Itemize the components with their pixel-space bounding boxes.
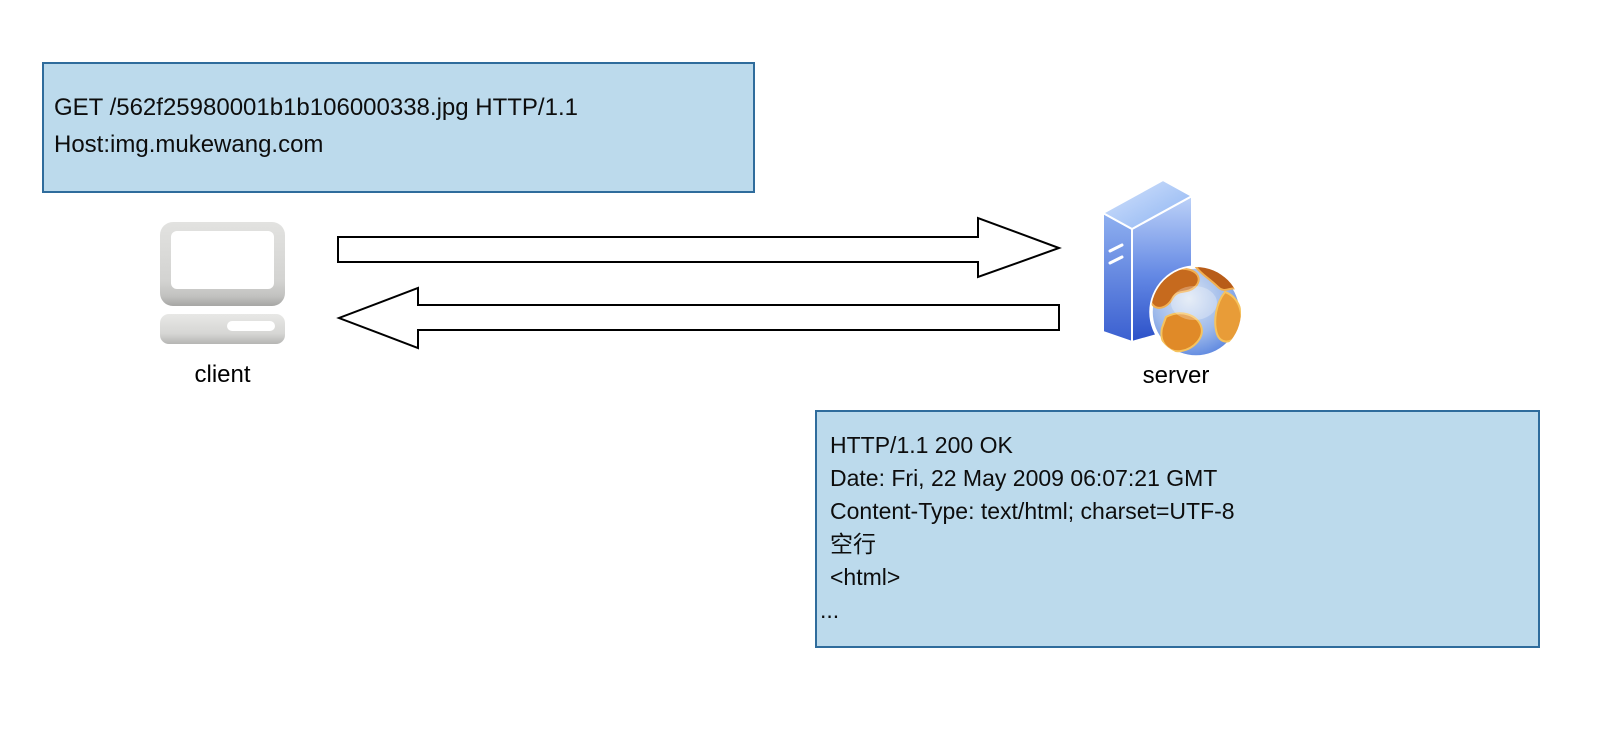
http-request-box: GET /562f25980001b1b106000338.jpg HTTP/1… <box>42 62 755 193</box>
globe-ocean-highlight <box>1171 286 1217 320</box>
client-computer-icon <box>160 222 285 344</box>
globe-icon <box>1149 265 1243 359</box>
response-left-arrow-icon <box>336 286 1060 350</box>
server-tower-with-globe-icon <box>1102 179 1243 359</box>
response-content-type-line: Content-Type: text/html; charset=UTF-8 <box>830 498 1235 524</box>
monitor-screen <box>171 231 274 289</box>
response-date-line: Date: Fri, 22 May 2009 06:07:21 GMT <box>830 465 1218 491</box>
request-line-method: GET /562f25980001b1b106000338.jpg HTTP/1… <box>54 94 578 121</box>
response-html-line: <html> <box>830 564 901 590</box>
globe-landmass-east <box>1214 290 1241 343</box>
server-label: server <box>1142 362 1210 389</box>
response-status-line: HTTP/1.1 200 OK <box>830 432 1013 458</box>
request-right-arrow-icon <box>337 216 1062 279</box>
response-blank-line-note: 空行 <box>830 531 876 557</box>
request-line-host: Host:img.mukewang.com <box>54 131 324 158</box>
globe-landmass-south <box>1160 312 1203 353</box>
response-ellipsis-line: ... <box>820 597 840 623</box>
tower-left-face <box>1102 212 1133 343</box>
client-label: client <box>194 361 251 388</box>
http-response-box: HTTP/1.1 200 OK Date: Fri, 22 May 2009 0… <box>815 410 1540 648</box>
keyboard-pill <box>227 321 275 331</box>
tower-vents <box>1108 243 1124 265</box>
tower-top-face <box>1102 179 1193 230</box>
